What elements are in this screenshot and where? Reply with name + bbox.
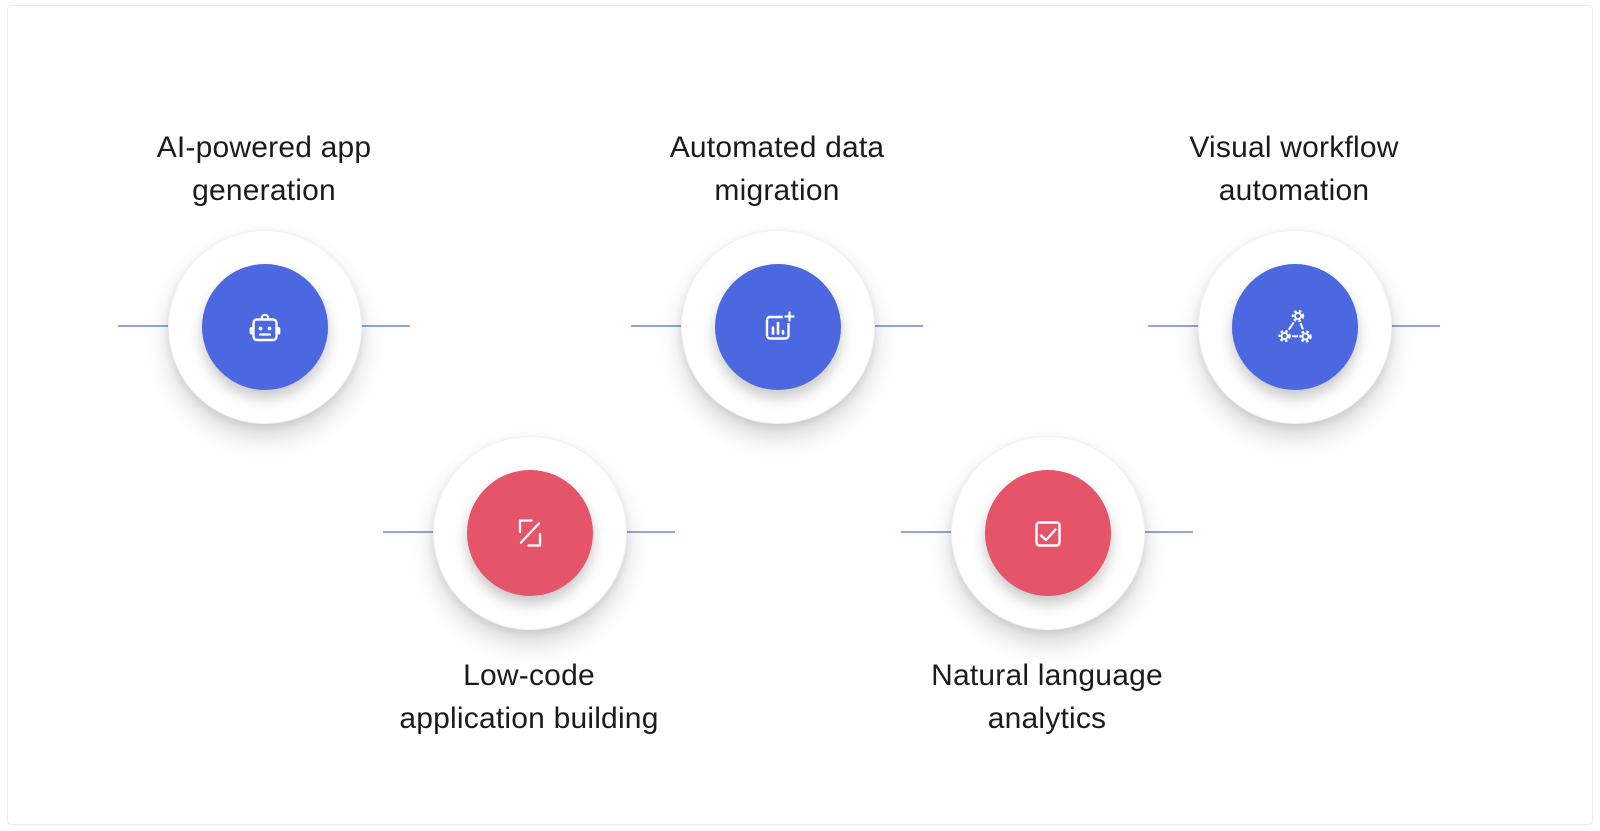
gears-network-icon [1276,308,1314,345]
feature-label-line: Visual workflow [1189,131,1399,164]
feature-circle [715,264,841,390]
feature-circle [467,470,593,596]
feature-label: AI-powered app generation [34,126,494,212]
feature-circle-outer [433,436,627,630]
diagram-card: AI-powered app generation [7,5,1593,825]
feature-label-line: Automated data [669,131,885,164]
feature-label: Low-code application building [299,654,759,740]
chart-line-icon [1035,521,1061,547]
feature-label: Visual workflow automation [1064,126,1524,212]
feature-label-line: analytics [987,702,1107,735]
feature-label-line: Low-code [463,659,595,692]
feature-circle [985,470,1111,596]
feature-circle-outer [951,436,1145,630]
feature-label-line: application building [399,702,659,735]
feature-label-line: generation [192,174,336,207]
feature-label-line: Natural language [931,659,1163,692]
code-slash-icon [518,519,542,547]
feature-label: Automated data migration [547,126,1007,212]
feature-circle-outer [1198,230,1392,424]
robot-icon [249,313,281,342]
feature-label-line: AI-powered app [156,131,372,164]
feature-circle [1232,264,1358,390]
bar-chart-plus-icon [765,309,797,340]
feature-label: Natural language analytics [817,654,1277,740]
feature-label-line: automation [1218,174,1370,207]
feature-label-line: migration [714,174,840,207]
feature-circle [202,264,328,390]
feature-circle-outer [681,230,875,424]
feature-circle-outer [168,230,362,424]
